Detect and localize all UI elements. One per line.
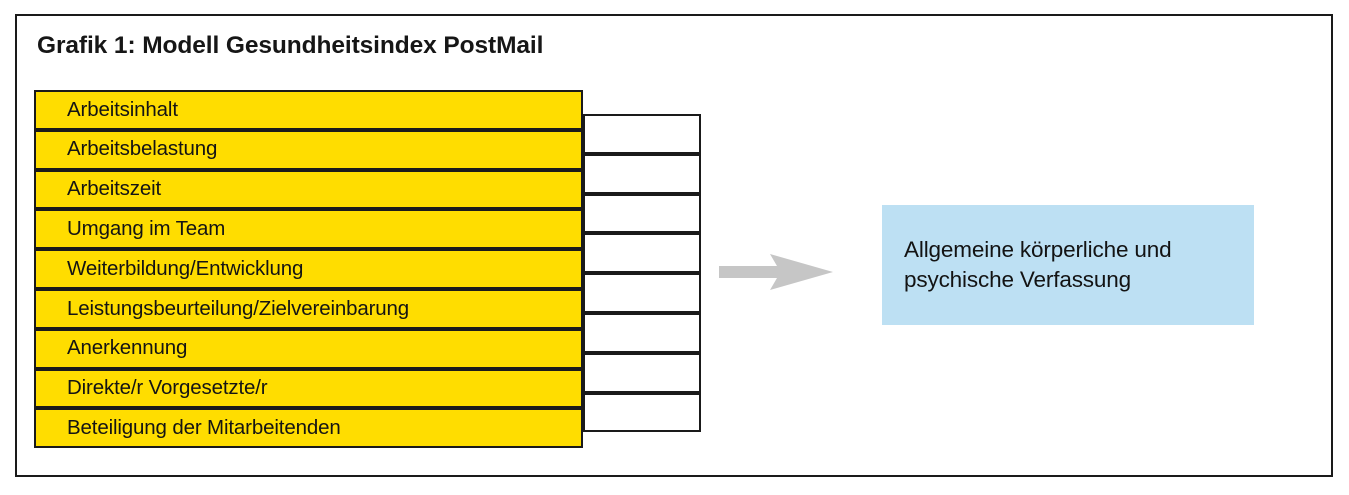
- connector-box: [583, 313, 701, 353]
- factor-row: Anerkennung: [34, 328, 583, 369]
- connector-box: [583, 352, 701, 393]
- factor-row: Direkte/r Vorgesetzte/r: [34, 368, 583, 409]
- factor-label: Anerkennung: [67, 336, 188, 360]
- connector-box: [583, 193, 701, 234]
- factor-label: Arbeitsbelastung: [67, 137, 218, 161]
- factor-row: Umgang im Team: [34, 209, 583, 250]
- factor-label: Direkte/r Vorgesetzte/r: [67, 376, 268, 400]
- outcome-text: Allgemeine körperliche und psychische Ve…: [882, 235, 1186, 294]
- connector-box: [583, 273, 701, 313]
- factor-label: Umgang im Team: [67, 217, 226, 241]
- factor-row: Arbeitszeit: [34, 169, 583, 210]
- factor-label: Leistungsbeurteilung/Zielvereinbarung: [67, 296, 410, 320]
- factor-row: Leistungsbeurteilung/Zielvereinbarung: [34, 289, 583, 329]
- outcome-line-1: Allgemeine körperliche und: [904, 237, 1172, 263]
- connector-bracket: [583, 114, 701, 433]
- factor-row: Arbeitsinhalt: [34, 90, 583, 130]
- factor-label: Arbeitszeit: [67, 177, 162, 201]
- factor-label: Arbeitsinhalt: [67, 97, 178, 121]
- factor-row: Arbeitsbelastung: [34, 129, 583, 170]
- connector-box: [583, 114, 701, 154]
- outcome-line-2: psychische Verfassung: [904, 267, 1131, 292]
- connector-box: [583, 233, 701, 274]
- arrow-right-icon: [717, 252, 837, 292]
- factor-label: Weiterbildung/Entwicklung: [67, 256, 304, 280]
- factor-row: Weiterbildung/Entwicklung: [34, 249, 583, 289]
- connector-box: [583, 153, 701, 194]
- factor-label: Beteiligung der Mitarbeitenden: [67, 416, 341, 440]
- connector-box: [583, 392, 701, 433]
- factor-row: Beteiligung der Mitarbeitenden: [34, 408, 583, 449]
- outcome-box: Allgemeine körperliche und psychische Ve…: [882, 205, 1254, 325]
- factor-list: Arbeitsinhalt Arbeitsbelastung Arbeitsze…: [34, 90, 583, 449]
- page-title: Grafik 1: Modell Gesundheitsindex PostMa…: [37, 32, 544, 59]
